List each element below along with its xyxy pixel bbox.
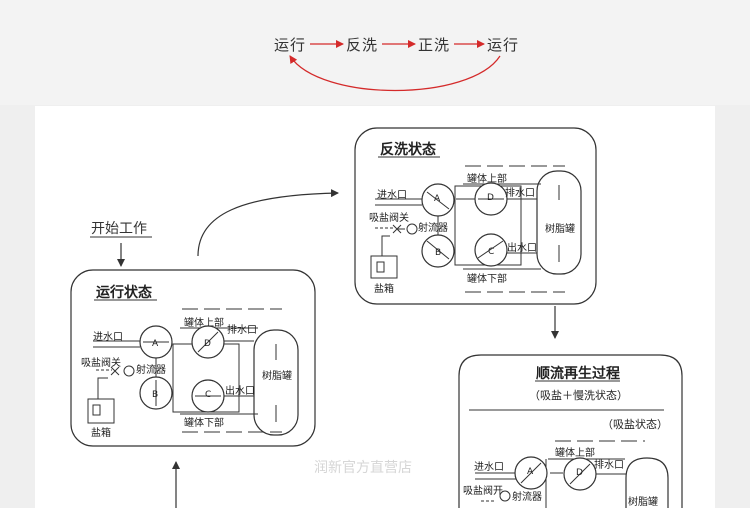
brine-box	[87, 398, 115, 424]
start-block	[90, 236, 152, 267]
flow-step-service: 运行	[274, 36, 307, 54]
backwash-drain: 排水口	[505, 186, 535, 199]
regen-drain: 排水口	[594, 458, 624, 471]
ejector	[406, 223, 418, 235]
valve-b-label: B	[152, 390, 158, 400]
service-ejector: 射流器	[136, 363, 166, 376]
process-flow	[289, 40, 501, 91]
regen-resin-tank: 树脂罐	[628, 495, 658, 508]
regen-substate: （吸盐状态）	[602, 417, 668, 431]
service-outlet: 出水口	[225, 384, 255, 397]
regen-subtitle: （吸盐＋慢洗状态）	[529, 388, 628, 402]
valve-a-label: A	[527, 467, 534, 477]
backwash-brine-box: 盐箱	[374, 282, 394, 295]
resin-tank	[536, 170, 582, 275]
backwash-title: 反洗状态	[380, 141, 436, 158]
service-tank-upper: 罐体上部	[184, 316, 224, 329]
resin-tank	[253, 329, 299, 436]
valve-b-label: B	[435, 248, 441, 258]
brine-box	[370, 255, 398, 279]
service-brine-box: 盐箱	[91, 426, 111, 439]
watermark: 润新官方直营店	[314, 459, 412, 476]
backwash-salt-valve: 吸盐阀关	[369, 211, 409, 224]
backwash-state-box: 反洗状态 罐体上部 排水口 进水口 吸盐阀关 射流器 树脂罐 出水口 罐体下部 …	[354, 127, 597, 305]
ejector	[499, 490, 511, 502]
backwash-tank-upper: 罐体上部	[467, 172, 507, 185]
top-background	[0, 0, 750, 105]
regen-ejector: 射流器	[512, 490, 542, 503]
start-label: 开始工作	[91, 221, 147, 237]
flow-step-service-return: 运行	[487, 36, 520, 54]
service-title: 运行状态	[96, 284, 152, 301]
ejector	[123, 365, 135, 377]
regen-salt-valve: 吸盐阀开	[463, 484, 503, 497]
service-tank-lower: 罐体下部	[184, 416, 224, 429]
regen-tank-upper: 罐体上部	[555, 446, 595, 459]
valve-c	[474, 233, 508, 267]
valve-c-label: C	[205, 390, 211, 400]
salt-valve-icon	[110, 366, 120, 376]
backwash-ejector: 射流器	[418, 221, 448, 234]
valve-d-label: D	[487, 193, 494, 203]
backwash-outlet: 出水口	[507, 241, 537, 254]
flow-return-arrow	[289, 55, 501, 91]
service-drain: 排水口	[227, 323, 257, 336]
regen-state-box: 顺流再生过程 （吸盐＋慢洗状态） （吸盐状态） 罐体上部 排水口 进水口 吸盐阀…	[458, 354, 683, 508]
service-state-box: 运行状态 罐体上部 排水口 进水口 吸盐阀关 射流器 树脂罐 出水口 罐体下部 …	[70, 269, 316, 447]
valve-a-label: A	[152, 339, 159, 349]
regen-inlet: 进水口	[474, 461, 504, 473]
service-inlet: 进水口	[93, 331, 123, 343]
regen-title: 顺流再生过程	[536, 365, 620, 382]
connector-service-to-backwash	[197, 189, 339, 257]
service-resin-tank: 树脂罐	[262, 369, 292, 382]
flow-step-rinse: 正洗	[418, 36, 451, 54]
backwash-resin-tank: 树脂罐	[545, 222, 575, 235]
resin-tank	[625, 457, 669, 508]
service-salt-valve: 吸盐阀关	[81, 356, 121, 369]
flow-step-backwash: 反洗	[346, 36, 379, 54]
valve-c-label: C	[488, 247, 494, 257]
backwash-inlet: 进水口	[377, 189, 407, 201]
valve-d-label: D	[576, 468, 583, 478]
backwash-tank-lower: 罐体下部	[467, 272, 507, 285]
salt-valve-icon	[392, 224, 402, 234]
valve-a-label: A	[434, 194, 441, 204]
valve-d-label: D	[204, 339, 211, 349]
